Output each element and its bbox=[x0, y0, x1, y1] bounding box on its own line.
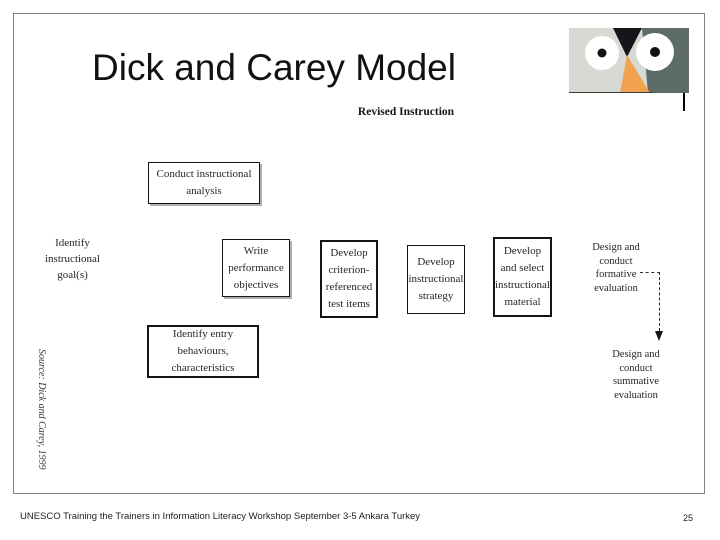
node-identify-entry-behaviours: Identify entry behaviours, characteristi… bbox=[147, 325, 259, 378]
node-identify-instructional-goal: Identify instructional goal(s) bbox=[45, 237, 100, 281]
owl-pupil-left bbox=[597, 48, 607, 58]
node-write-performance-objectives: Write performance objectives bbox=[222, 239, 290, 297]
source-note: Source: Dick and Carey, 1999 bbox=[36, 349, 47, 470]
node-develop-criterion-referenced-test-items: Develop criterion- referenced test items bbox=[320, 240, 378, 318]
node-conduct-instructional-analysis: Conduct instructional analysis bbox=[148, 162, 260, 204]
node-design-conduct-summative-evaluation: Design and conduct summative evaluation bbox=[612, 349, 660, 401]
node-develop-instructional-strategy: Develop instructional strategy bbox=[407, 245, 465, 314]
diagram-heading: Revised Instruction bbox=[357, 106, 455, 118]
page-number: 25 bbox=[683, 513, 694, 523]
footer-text: UNESCO Training the Trainers in Informat… bbox=[20, 511, 421, 522]
owl-beak-icon bbox=[620, 55, 650, 93]
node-design-conduct-formative-evaluation: Design and conduct formative evaluation bbox=[592, 242, 640, 294]
node-develop-and-select-instructional-material: Develop and select instructional materia… bbox=[493, 237, 552, 317]
owl-logo bbox=[569, 28, 689, 111]
owl-pupil-right bbox=[650, 47, 660, 57]
connector-dash-vertical bbox=[659, 272, 660, 331]
owl-crest-icon bbox=[613, 28, 642, 57]
connector-dash-horizontal bbox=[640, 272, 660, 273]
arrow-down-icon bbox=[655, 331, 663, 341]
page-title: Dick and Carey Model bbox=[92, 47, 456, 88]
